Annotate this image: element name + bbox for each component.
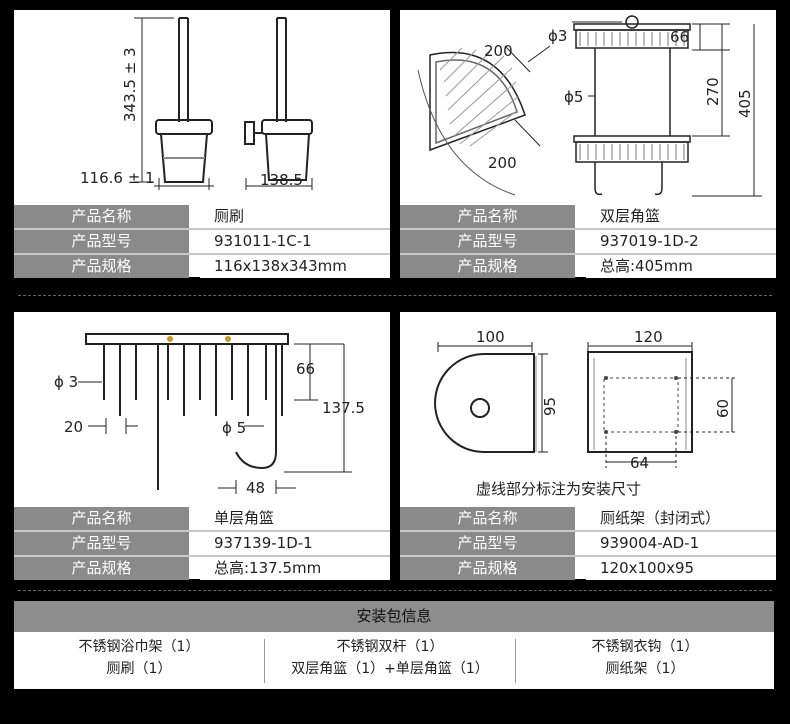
- spec-value: 厕刷: [200, 205, 390, 228]
- installation-note: 虚线部分标注为安装尺寸: [476, 480, 641, 498]
- dim-height: 343.5 ± 3: [121, 47, 139, 122]
- product-card-double-corner-basket: 200 200 ϕ3 ϕ5 66 270 405 产品名称 双层角篮 产品型号 …: [400, 10, 776, 278]
- toilet-brush-drawing: 343.5 ± 3 116.6 ± 1 138.5: [80, 17, 313, 190]
- dim-137: 137.5: [322, 399, 365, 417]
- package-column-2: 不锈钢双杆（1） 双层角篮（1）+单层角篮（1）: [265, 636, 515, 686]
- spec-row-name: 产品名称 单层角篮: [14, 507, 390, 530]
- spec-value: 937019-1D-2: [586, 230, 776, 253]
- spec-label: 产品名称: [400, 507, 575, 530]
- spec-value: 116x138x343mm: [200, 255, 390, 278]
- dim-side-a: 200: [484, 42, 513, 60]
- spec-row-name: 产品名称 厕刷: [14, 205, 390, 228]
- package-separator: [515, 639, 516, 683]
- dim-66: 66: [296, 360, 315, 378]
- dim-405: 405: [736, 89, 754, 118]
- package-item: 双层角篮（1）+单层角篮（1）: [291, 661, 489, 677]
- spec-value: 120x100x95: [586, 557, 776, 580]
- spec-row-size: 产品规格 总高:405mm: [400, 255, 776, 278]
- dim-270: 270: [704, 77, 722, 106]
- spec-row-size: 产品规格 120x100x95: [400, 557, 776, 580]
- spec-label: 产品名称: [14, 507, 189, 530]
- spec-value: 937139-1D-1: [200, 532, 390, 555]
- dim-phi5: ϕ 5: [222, 419, 246, 437]
- paper-holder-drawing: 100 95 120 60 64 虚线部分标注为安装尺寸: [434, 328, 738, 498]
- dim-20: 20: [64, 418, 83, 436]
- spec-label: 产品型号: [14, 532, 189, 555]
- spec-value: 双层角篮: [586, 205, 776, 228]
- spec-label: 产品规格: [14, 255, 189, 278]
- spec-label: 产品型号: [400, 230, 575, 253]
- spec-label: 产品规格: [400, 255, 575, 278]
- dim-width-left: 116.6 ± 1: [80, 169, 155, 187]
- spec-label: 产品型号: [14, 230, 189, 253]
- spec-label: 产品名称: [400, 205, 575, 228]
- dim-48: 48: [246, 479, 265, 497]
- dashed-divider: [18, 590, 772, 591]
- package-separator: [264, 639, 265, 683]
- spec-table: 产品名称 厕刷 产品型号 931011-1C-1 产品规格 116x138x34…: [14, 205, 390, 278]
- dashed-divider: [18, 295, 772, 296]
- package-title: 安装包信息: [14, 601, 774, 632]
- package-item: 不锈钢衣钩（1）: [591, 639, 699, 655]
- product-card-single-corner-basket: ϕ 3 20 66 137.5 ϕ 5 48 产品名称 单层角篮 产品型号 93…: [14, 312, 390, 580]
- package-item: 不锈钢浴巾架（1）: [78, 639, 200, 655]
- spec-value: 总高:137.5mm: [200, 557, 390, 580]
- dim-60: 60: [714, 399, 732, 418]
- spec-row-name: 产品名称 双层角篮: [400, 205, 776, 228]
- spec-row-size: 产品规格 总高:137.5mm: [14, 557, 390, 580]
- dim-64: 64: [630, 454, 649, 472]
- product-card-toilet-brush: 343.5 ± 3 116.6 ± 1 138.5 产品名称 厕刷 产品型号 9…: [14, 10, 390, 278]
- spec-row-model: 产品型号 939004-AD-1: [400, 532, 776, 555]
- dim-width-right: 138.5: [260, 171, 303, 189]
- spec-table: 产品名称 单层角篮 产品型号 937139-1D-1 产品规格 总高:137.5…: [14, 507, 390, 580]
- single-basket-drawing: ϕ 3 20 66 137.5 ϕ 5 48: [54, 333, 365, 497]
- double-basket-drawing: 200 200 ϕ3 ϕ5 66 270 405: [417, 15, 762, 197]
- dim-100: 100: [476, 328, 505, 346]
- spec-row-model: 产品型号 937019-1D-2: [400, 230, 776, 253]
- package-item: 厕纸架（1）: [605, 661, 685, 677]
- spec-table: 产品名称 双层角篮 产品型号 937019-1D-2 产品规格 总高:405mm: [400, 205, 776, 278]
- spec-row-name: 产品名称 厕纸架（封闭式）: [400, 507, 776, 530]
- spec-label: 产品规格: [400, 557, 575, 580]
- dim-side-b: 200: [488, 154, 517, 172]
- spec-value: 单层角篮: [200, 507, 390, 530]
- spec-row-size: 产品规格 116x138x343mm: [14, 255, 390, 278]
- spec-label: 产品名称: [14, 205, 189, 228]
- spec-label: 产品规格: [14, 557, 189, 580]
- dim-phi5: ϕ5: [564, 88, 583, 106]
- package-info: 安装包信息 不锈钢浴巾架（1） 厕刷（1） 不锈钢双杆（1） 双层角篮（1）+单…: [14, 601, 774, 689]
- product-card-paper-holder: 100 95 120 60 64 虚线部分标注为安装尺寸 产品名称 厕纸架（封闭…: [400, 312, 776, 580]
- spec-value: 939004-AD-1: [586, 532, 776, 555]
- dim-phi3: ϕ 3: [54, 373, 78, 391]
- spec-value: 厕纸架（封闭式）: [586, 507, 776, 530]
- dim-120: 120: [634, 328, 663, 346]
- dim-95: 95: [541, 397, 559, 416]
- spec-row-model: 产品型号 931011-1C-1: [14, 230, 390, 253]
- dim-66: 66: [670, 28, 689, 46]
- dim-phi3: ϕ3: [548, 27, 567, 45]
- spec-value: 931011-1C-1: [200, 230, 390, 253]
- spec-value: 总高:405mm: [586, 255, 776, 278]
- package-item: 不锈钢双杆（1）: [336, 639, 444, 655]
- spec-table: 产品名称 厕纸架（封闭式） 产品型号 939004-AD-1 产品规格 120x…: [400, 507, 776, 580]
- package-column-3: 不锈钢衣钩（1） 厕纸架（1）: [516, 636, 774, 686]
- package-item: 厕刷（1）: [106, 661, 172, 677]
- spec-row-model: 产品型号 937139-1D-1: [14, 532, 390, 555]
- spec-label: 产品型号: [400, 532, 575, 555]
- package-column-1: 不锈钢浴巾架（1） 厕刷（1）: [14, 636, 264, 686]
